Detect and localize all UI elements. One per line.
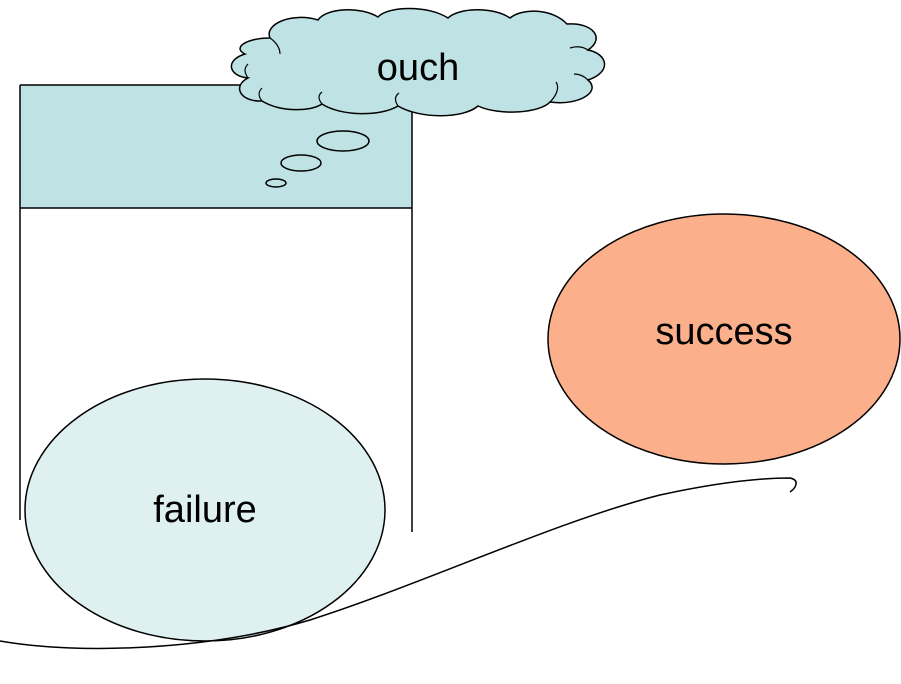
- thought-bubble-large: [316, 130, 370, 152]
- cloud-inner-curve: [394, 92, 400, 107]
- success-ellipse: [547, 213, 901, 465]
- cloud-shape: [230, 7, 606, 117]
- cloud-inner-curve: [244, 63, 249, 79]
- cloud-inner-curve: [549, 81, 559, 103]
- cloud-inner-curve: [573, 73, 589, 81]
- cloud-label: ouch: [377, 47, 459, 89]
- thought-cloud: ouch: [230, 7, 606, 117]
- cloud-inner-curve: [258, 87, 263, 102]
- thought-bubble-medium: [280, 154, 322, 172]
- thought-bubble-small: [265, 178, 287, 188]
- failure-label: failure: [153, 489, 257, 531]
- success-label: success: [655, 311, 792, 353]
- cloud-inner-curve: [569, 46, 589, 51]
- cloud-inner-curve: [318, 91, 323, 105]
- cloud-inner-curve: [269, 37, 281, 55]
- path-curve: [0, 477, 797, 650]
